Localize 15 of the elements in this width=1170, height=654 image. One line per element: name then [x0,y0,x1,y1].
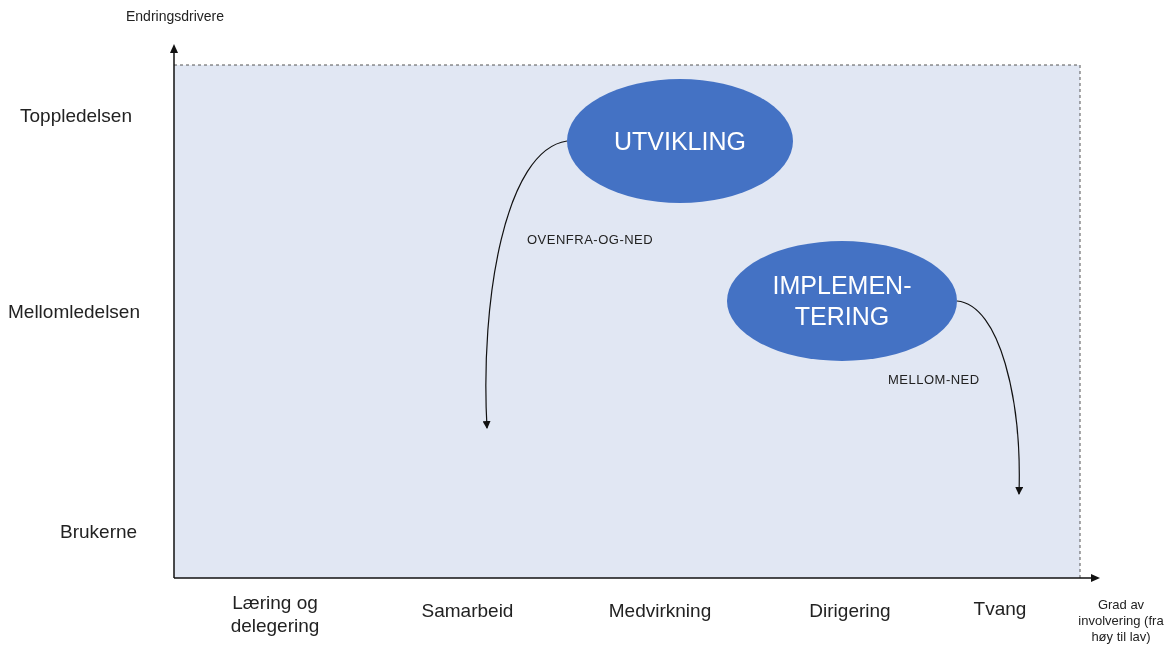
axis-label: Medvirkning [607,599,713,622]
edge-label: MELLOM-NED [886,372,982,387]
axis-label: Tvang [972,597,1028,620]
axis-title: Grad av involvering (fra høy til lav) [1077,597,1165,645]
axis-label: Samarbeid [420,599,515,622]
axis-label: Toppledelsen [20,104,133,127]
axis-label: Dirigering [808,599,892,622]
ellipse-node: IMPLEMEN- TERING [727,241,957,361]
axis-label: Læring og delegering [229,591,321,637]
axis-title: Endringsdrivere [124,8,226,25]
arrow [482,140,568,429]
axis-label: Brukerne [60,520,139,543]
ellipse-node: UTVIKLING [567,79,793,203]
arrow [956,300,1024,495]
axis-label: Mellomledelsen [8,300,141,323]
